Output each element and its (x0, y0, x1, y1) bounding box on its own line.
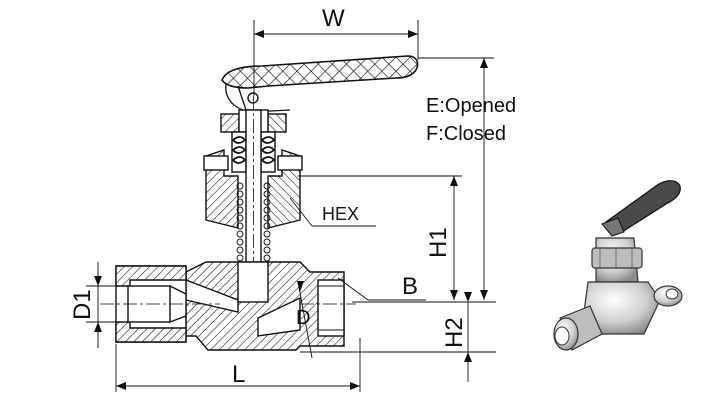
dimension-label-d1: D1 (69, 289, 96, 320)
closed-note: F:Closed (426, 123, 506, 145)
dimension-label-l: L (232, 361, 245, 388)
hex-label: HEX (322, 204, 359, 224)
lever-handle (221, 55, 419, 113)
valve-body (185, 261, 345, 351)
bonnet-section (203, 96, 303, 316)
valve-product-image (553, 180, 683, 351)
dimension-label-d: D (296, 307, 310, 329)
dimension-lines (86, 20, 496, 392)
dimension-label-h1: H1 (425, 227, 452, 258)
dimension-label-w: W (322, 5, 345, 32)
spring-coils (236, 182, 271, 262)
dimension-label-b: B (402, 273, 418, 300)
dimension-label-h2: H2 (441, 317, 468, 348)
opened-note: E:Opened (426, 95, 516, 117)
